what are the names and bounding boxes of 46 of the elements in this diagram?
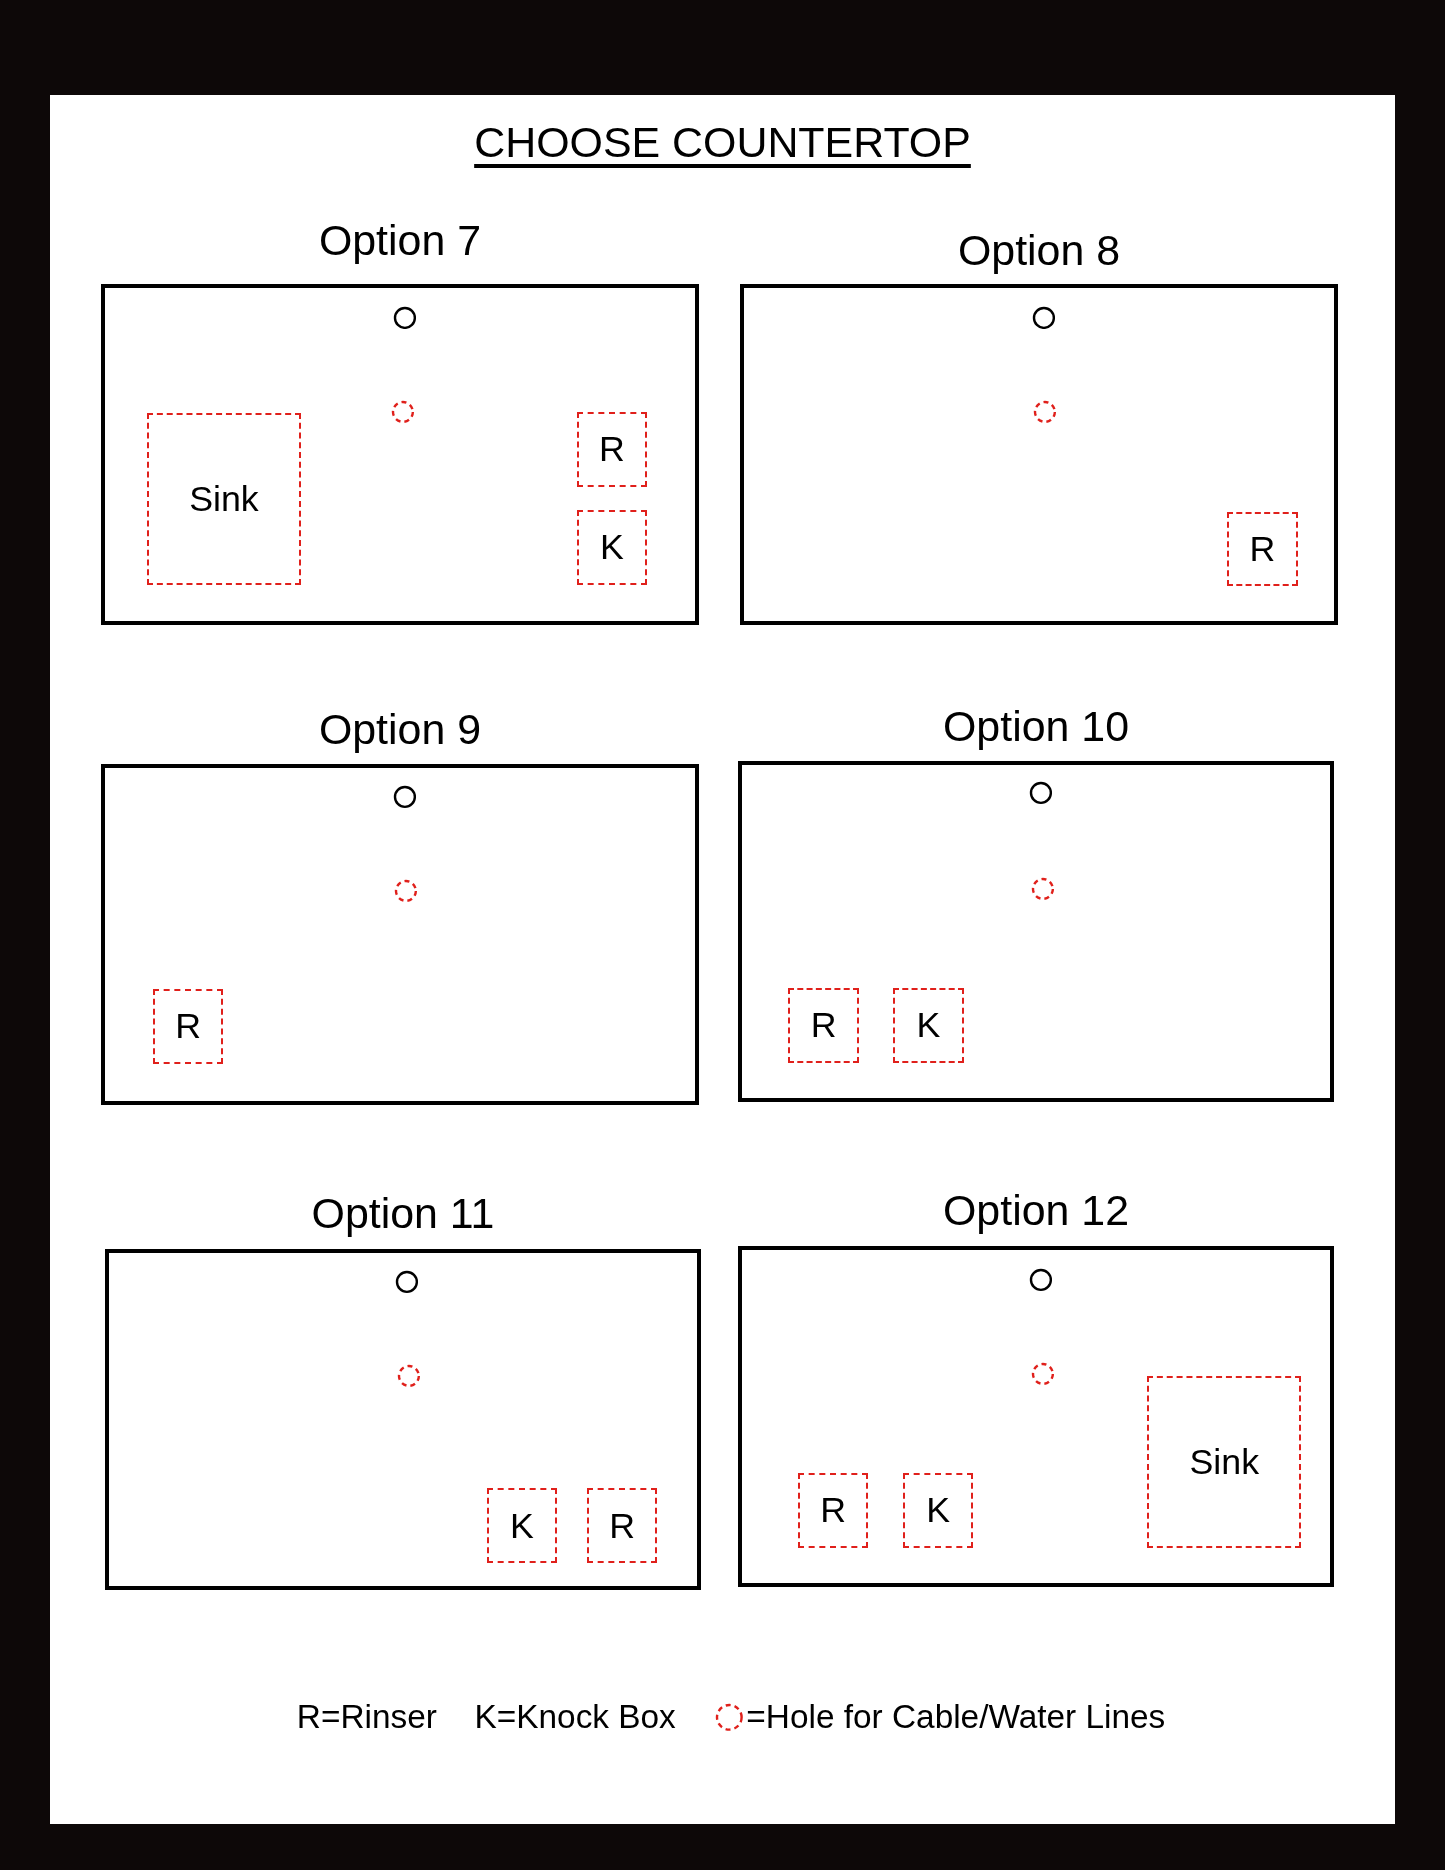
component-letter: R xyxy=(1249,528,1276,570)
component-letter: R xyxy=(175,1005,202,1047)
page-title: CHOOSE COUNTERTOP xyxy=(473,116,972,168)
component-letter: R xyxy=(820,1489,847,1531)
component-outline xyxy=(153,988,224,1064)
component-letter: Sink xyxy=(189,478,259,520)
component-outline xyxy=(788,987,859,1063)
cable-hole-marker xyxy=(397,1364,422,1389)
component-outline xyxy=(577,411,647,487)
component-outline xyxy=(893,987,964,1063)
option-heading: Option 12 xyxy=(942,1187,1131,1236)
component-letter: R xyxy=(609,1505,636,1547)
hole-marker xyxy=(1029,781,1054,806)
hole-marker xyxy=(392,784,417,809)
cable-hole-marker xyxy=(393,879,418,903)
component-letter: Sink xyxy=(1189,1441,1259,1483)
legend-text: =Hole for Cable/Water Lines xyxy=(746,1697,1166,1736)
legend-text: K=Knock Box xyxy=(474,1697,676,1736)
legend-text: R=Rinser xyxy=(296,1697,437,1736)
component-outline xyxy=(486,1488,558,1564)
option-heading: Option 10 xyxy=(942,703,1131,752)
option-heading: Option 9 xyxy=(317,705,483,754)
cable-hole-marker xyxy=(391,399,416,424)
component-outline xyxy=(147,412,301,585)
component-letter: K xyxy=(600,526,624,568)
component-letter: R xyxy=(810,1004,837,1046)
option-heading: Option 8 xyxy=(956,226,1122,275)
component-letter: K xyxy=(510,1505,534,1547)
option-heading: Option 7 xyxy=(317,217,483,265)
cable-hole-marker xyxy=(1030,1361,1055,1386)
component-outline xyxy=(798,1472,869,1548)
component-outline xyxy=(1147,1376,1302,1548)
option-heading: Option 11 xyxy=(310,1189,496,1238)
hole-marker xyxy=(1029,1267,1054,1292)
cable-hole-marker xyxy=(1032,399,1057,424)
hole-marker xyxy=(395,1270,419,1294)
component-letter: K xyxy=(926,1489,950,1531)
component-outline xyxy=(577,509,647,585)
hole-marker xyxy=(1031,305,1056,330)
component-letter: R xyxy=(599,428,625,470)
hole-marker xyxy=(392,305,417,330)
cable-hole-marker xyxy=(1030,876,1055,901)
component-outline xyxy=(1227,511,1298,586)
component-outline xyxy=(902,1472,974,1548)
component-outline xyxy=(587,1488,658,1564)
component-letter: K xyxy=(916,1004,941,1046)
